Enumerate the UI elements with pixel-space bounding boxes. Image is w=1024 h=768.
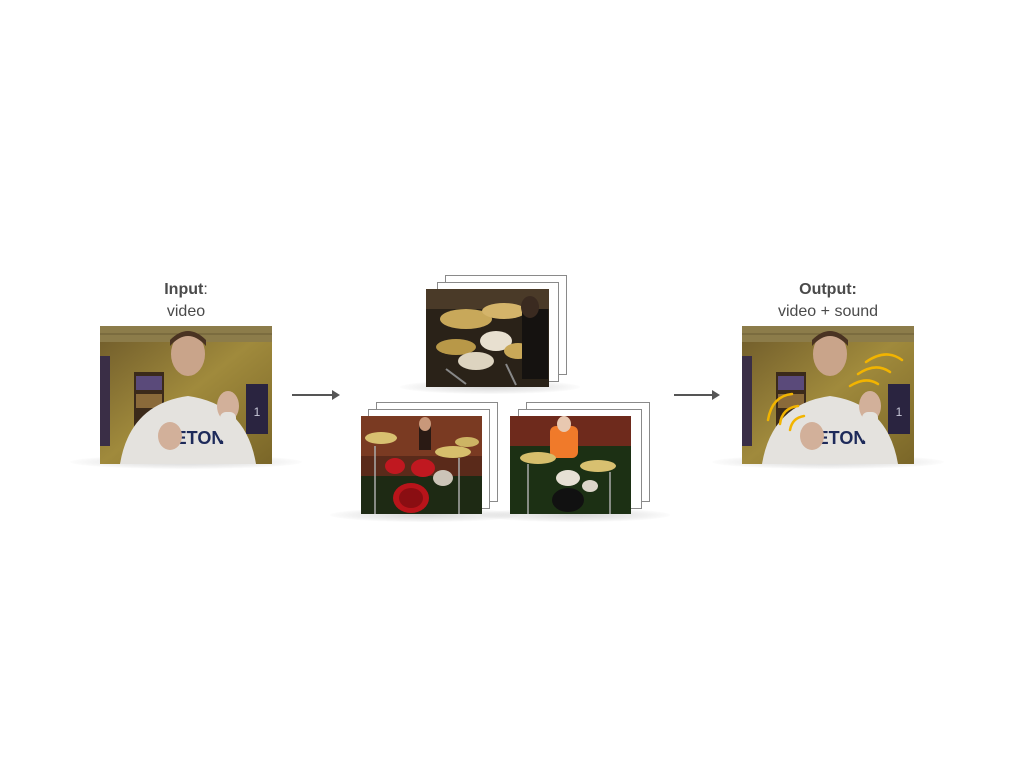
drum-video-top-frame — [426, 289, 549, 387]
input-title: Input — [164, 281, 204, 298]
webcam-person-image: 1 LETON — [100, 326, 272, 464]
jersey-number-output: 1 — [896, 405, 903, 419]
right-arrow-icon — [674, 390, 720, 400]
input-caption-title: Input: — [100, 279, 272, 301]
drum-video-left-frame — [361, 416, 482, 514]
input-caption: Input: video — [100, 279, 272, 323]
red-drumkit-image — [361, 416, 482, 514]
input-subtitle: video — [166, 303, 206, 320]
input-title-suffix: : — [203, 281, 208, 298]
right-arrow-icon — [292, 390, 340, 400]
output-title: Output: — [799, 281, 857, 298]
input-video-frame: 1 LETON — [100, 326, 272, 464]
output-subtitle: video + sound — [777, 303, 879, 320]
drum-video-right-frame — [510, 416, 631, 514]
webcam-person-with-sound-image: 1 LETON — [742, 326, 914, 464]
orange-shirt-drummer-image — [510, 416, 631, 514]
jersey-number: 1 — [254, 405, 261, 419]
output-video-frame: 1 LETON — [742, 326, 914, 464]
sound-wave-icon — [766, 353, 904, 432]
overhead-drummer-image — [426, 289, 549, 387]
output-caption: Output: video + sound — [742, 279, 914, 323]
